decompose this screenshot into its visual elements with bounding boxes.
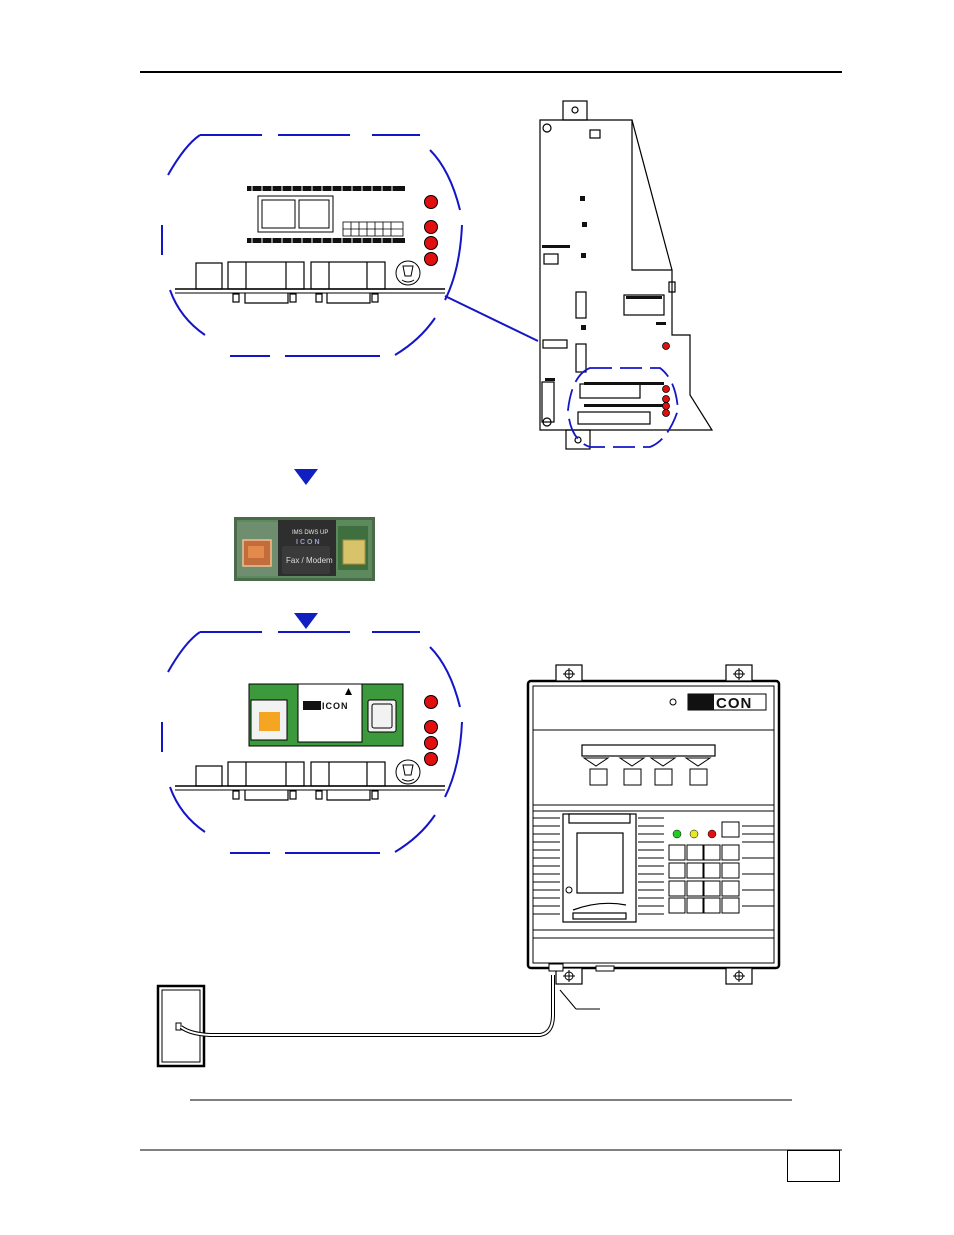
module-logo-text: ICON (296, 539, 322, 546)
printer-unit (563, 814, 636, 922)
module-top-text: IMS DWS UP (292, 530, 328, 536)
wall-jack (158, 986, 204, 1066)
led-indicator (425, 221, 438, 234)
led-column (425, 696, 438, 766)
audio-jack (396, 760, 420, 784)
controller-enclosure: CON (528, 665, 779, 984)
board-detail-callout (162, 135, 462, 356)
down-arrow-icon (294, 469, 318, 485)
status-led-red (708, 830, 716, 838)
led-indicator (425, 737, 438, 750)
phone-cable (181, 975, 553, 1035)
main-board-drawing (540, 101, 712, 449)
status-led-green (673, 830, 681, 838)
led-indicator (425, 696, 438, 709)
panel-logo: CON (716, 695, 752, 712)
audio-jack (396, 261, 420, 285)
led-indicator (425, 253, 438, 266)
page-number-box (787, 1150, 840, 1182)
module-label: Fax / Modem (286, 556, 333, 565)
status-led-yellow (690, 830, 698, 838)
connector-icon (196, 262, 385, 303)
cable-pointer (560, 990, 576, 1009)
led-column (425, 196, 438, 266)
down-arrow-icon (294, 613, 318, 629)
board-highlight (568, 368, 678, 447)
pin-header-top (247, 186, 405, 191)
led-indicator (425, 237, 438, 250)
module-logo-text: ICON (322, 701, 349, 711)
jumper-block (343, 222, 403, 236)
callout-outline (162, 135, 462, 356)
pin-header-bottom (247, 238, 405, 243)
led-indicator (425, 721, 438, 734)
led-indicator (425, 753, 438, 766)
fax-modem-module-photo: IMS DWS UP ICON Fax / Modem (234, 517, 375, 581)
led-indicator (425, 196, 438, 209)
mounting-hole-icon (572, 107, 578, 113)
connector-icon (196, 762, 385, 800)
main-board-leds (663, 343, 670, 417)
main-board-parts (542, 196, 666, 407)
installed-detail-callout: ICON (162, 632, 462, 853)
mounting-tab (563, 101, 587, 120)
callout-leader (445, 296, 538, 341)
